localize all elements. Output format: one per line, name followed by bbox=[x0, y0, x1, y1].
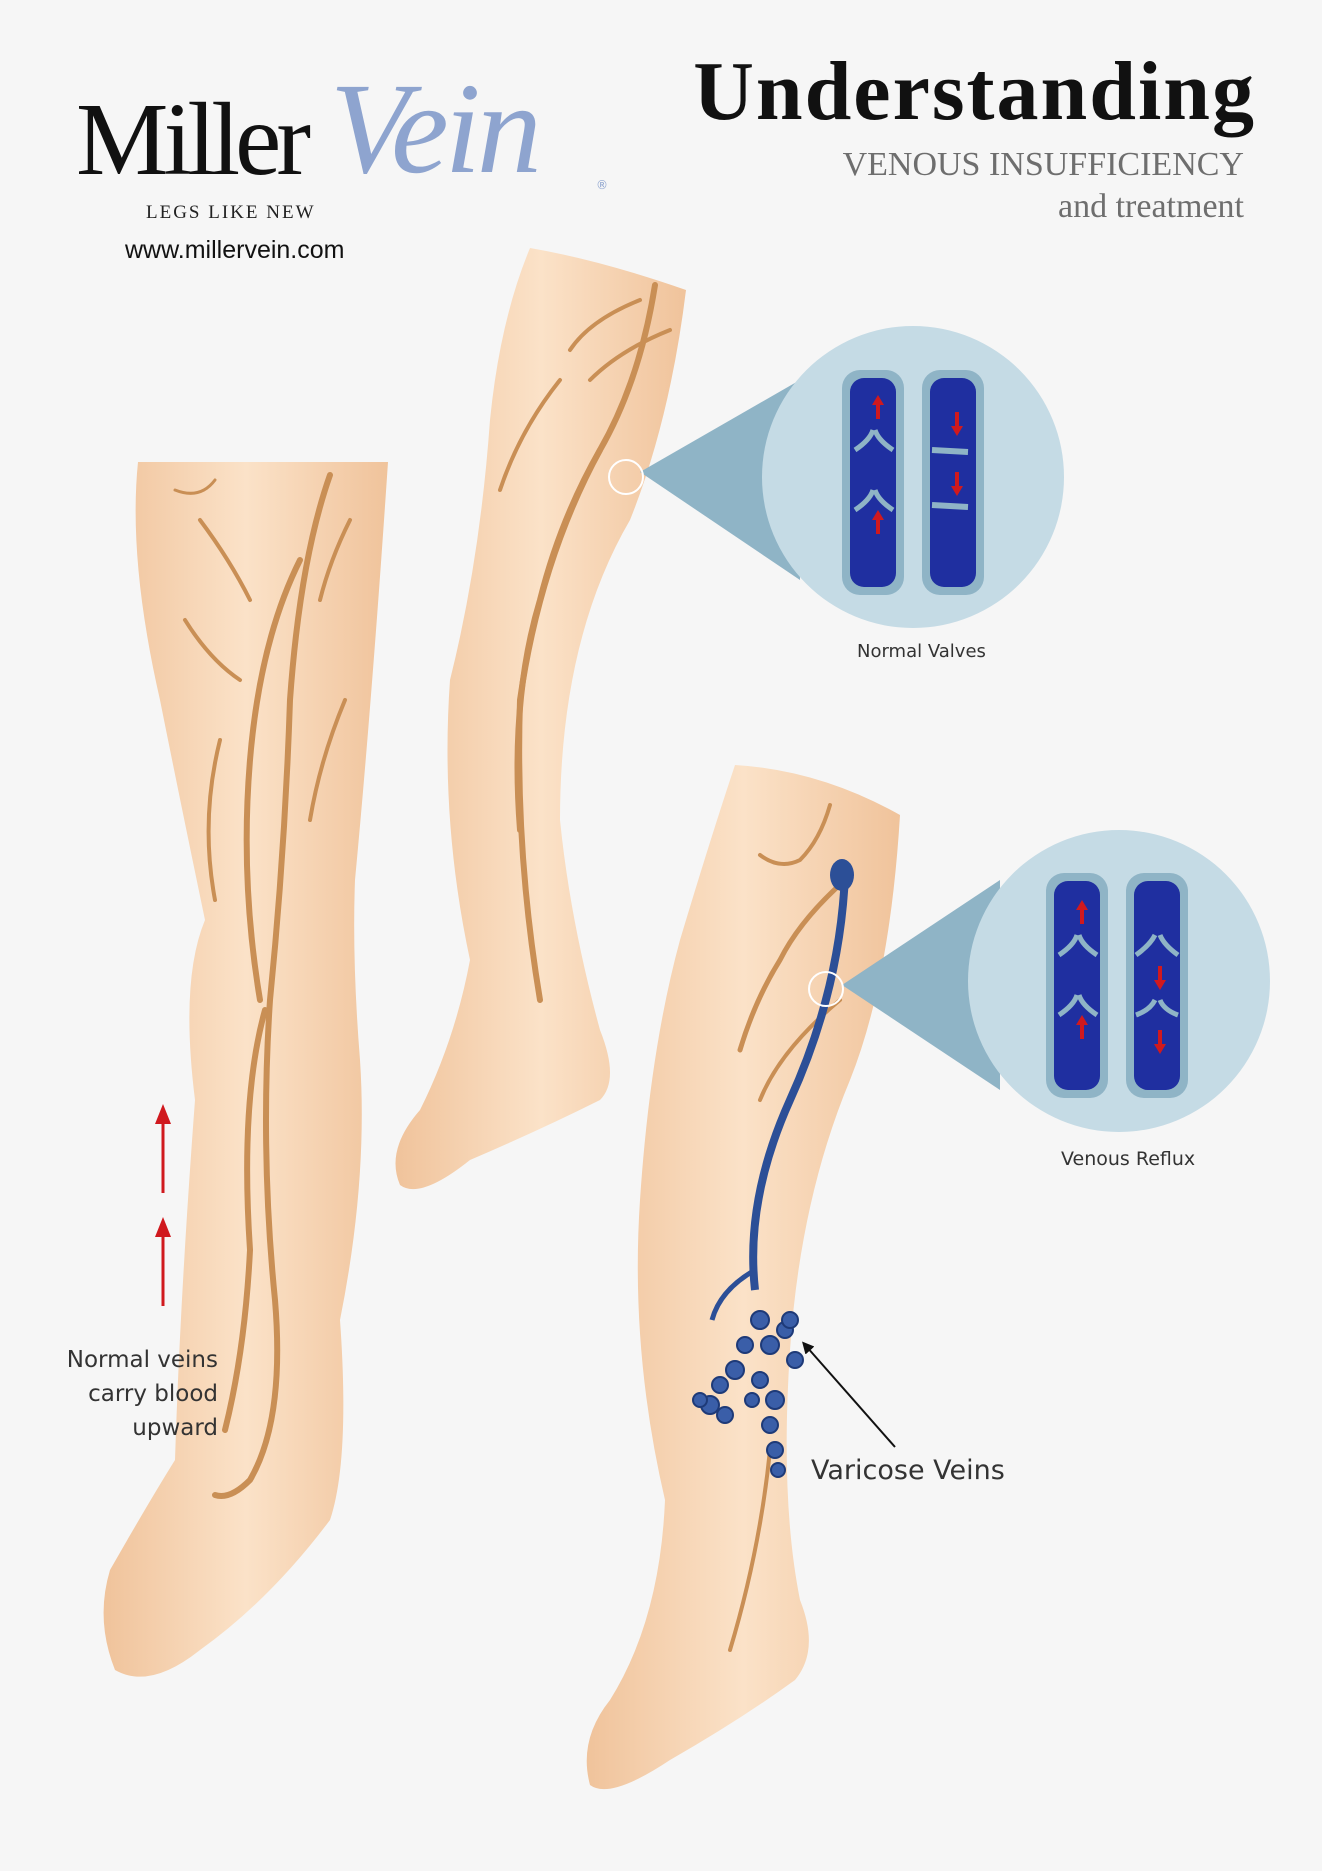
logo-tagline: LEGS LIKE NEW bbox=[146, 202, 316, 223]
normal-valves-callout bbox=[608, 326, 1064, 628]
label-normal-veins: Normal veins carry blood upward bbox=[20, 1343, 218, 1445]
page-title: Understanding bbox=[693, 45, 1256, 138]
registered-mark: ® bbox=[596, 178, 608, 192]
logo-vein: Vein bbox=[330, 57, 542, 201]
label-line: upward bbox=[132, 1415, 218, 1441]
label-normal-valves: Normal Valves bbox=[857, 641, 986, 662]
label-line: Normal veins bbox=[66, 1347, 218, 1373]
top-leg-veins bbox=[498, 282, 672, 1003]
venous-reflux-callout bbox=[808, 830, 1270, 1132]
subtitle-2: and treatment bbox=[1058, 188, 1244, 225]
label-venous-reflux: Venous Reflux bbox=[1061, 1148, 1196, 1170]
top-leg bbox=[395, 248, 686, 1190]
subtitle: VENOUS INSUFFICIENCY bbox=[842, 146, 1244, 183]
normal-veins bbox=[173, 472, 352, 1499]
left-leg-normal bbox=[103, 462, 389, 1677]
label-varicose-veins: Varicose Veins bbox=[811, 1455, 1005, 1486]
website-link[interactable]: www.millervein.com bbox=[125, 236, 345, 264]
logo-miller: Miller bbox=[76, 82, 311, 197]
label-line: carry blood bbox=[88, 1381, 218, 1407]
varicose-pointer-arrow bbox=[802, 1341, 896, 1448]
bottom-leg-varicose bbox=[586, 765, 900, 1790]
varicose-vein bbox=[692, 859, 854, 1478]
upward-flow-arrows bbox=[155, 1104, 171, 1306]
